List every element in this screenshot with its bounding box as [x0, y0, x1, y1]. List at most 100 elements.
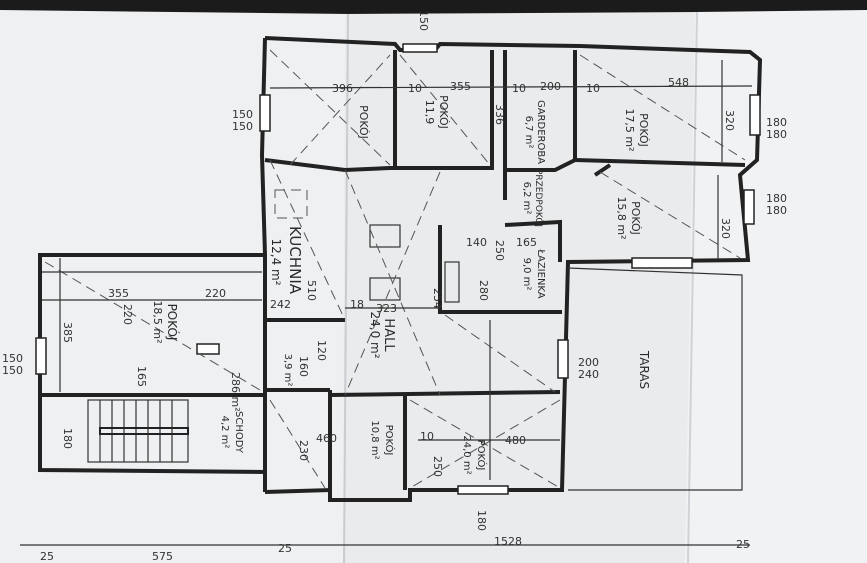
room-area-przedpokoj: 6,2 m²: [521, 182, 532, 215]
dimension-label: 150: [2, 352, 23, 365]
dimension-label: 180: [766, 128, 787, 141]
dimension-label: 25: [278, 542, 292, 555]
dimension-label: 575: [152, 550, 173, 563]
dimension-label: 150: [417, 10, 430, 31]
room-area-pokoj-ne: 17,5 m²: [623, 108, 636, 151]
paper-sheet-middle: [343, 12, 700, 563]
room-area-wc: 3,9 m²: [282, 354, 293, 387]
kitchen-fixture: [369, 224, 401, 248]
window: [557, 339, 569, 379]
room-dim-pokoj-s2: 250: [431, 456, 444, 477]
inner-wall: [504, 219, 562, 262]
staircase: [87, 399, 189, 463]
dimension-label: 180: [475, 510, 488, 531]
room-dim-hall: 480: [505, 434, 526, 447]
room-label-przedpokoj: PRZEDPOKÓJ: [533, 169, 545, 227]
room-area-pokoj-s1: 10,8 m²: [369, 420, 380, 459]
dimension-label: 25: [736, 538, 750, 551]
room-label-garderoba: GARDEROBA: [535, 100, 546, 164]
room-area-pokoj-west: 18,5 m²: [151, 300, 164, 343]
dimension-label: 180: [61, 428, 74, 449]
room-area-kuchnia: 12,4 m²: [269, 238, 283, 285]
room-dim-pokoj-ne: 320: [723, 110, 736, 131]
inner-wall: [505, 50, 577, 172]
room-area-pokoj-n: 11,9: [423, 100, 436, 125]
room-dim-kuchnia: 242: [270, 298, 291, 311]
room-dim-wc: 120: [315, 340, 328, 361]
window: [743, 189, 755, 225]
room-dim-pokoj-n: 336: [493, 104, 506, 125]
inner-wall: [438, 225, 562, 314]
room-area-pokoj-e: 15,8 m²: [615, 196, 628, 239]
room-dim-pokoj-west: 220: [205, 287, 226, 300]
room-label-lazienka: ŁAZIENKA: [535, 248, 546, 298]
room-dim-lazienka: 280: [477, 280, 490, 301]
dimension-label: 165: [135, 366, 148, 387]
outer-wall: [38, 37, 268, 492]
room-area-pokoj-s2: 24,0 m²: [461, 435, 472, 474]
room-dim-pokoj-ne: 548: [668, 76, 689, 89]
room-label-pokoj-e: POKÓJ: [629, 201, 642, 235]
room-label-pokoj-ne: POKÓJ: [637, 113, 650, 147]
terrace-outline: [567, 267, 743, 491]
dimension-label: 18: [350, 298, 364, 311]
bathroom-fixture: [444, 261, 460, 303]
room-dim-pokoj-s1: 460: [316, 432, 337, 445]
room-area-lazienka: 9,0 m²: [521, 258, 532, 291]
room-dim-pokoj-nw: 396: [332, 82, 353, 95]
dimension-label: 10: [512, 82, 526, 95]
room-dim-hall: 254: [431, 288, 444, 309]
dimension-label: 10: [408, 82, 422, 95]
dimension-label: 150: [232, 120, 253, 133]
dimension-label: 25: [40, 550, 54, 563]
kitchen-fixture: [274, 189, 308, 219]
inner-wall: [264, 50, 494, 173]
window: [631, 257, 693, 269]
dimension-label: 355: [108, 287, 129, 300]
room-label-taras: TARAS: [637, 350, 651, 389]
room-dim-pokoj-s1: 230: [297, 440, 310, 461]
room-dim-lazienka: 165: [516, 236, 537, 249]
room-area-hall: 24,0 m²: [368, 311, 382, 358]
room-label-schody: SCHODY: [233, 411, 244, 454]
dimension-label: 180: [766, 192, 787, 205]
inner-wall: [574, 158, 746, 167]
paper-sheet-right: [685, 10, 867, 563]
dimension-label: 200: [578, 356, 599, 369]
room-label-pokoj-west: POKÓJ: [165, 304, 180, 341]
room-dim-wc: 160: [297, 356, 310, 377]
kitchen-fixture: [369, 277, 401, 301]
window: [402, 43, 438, 53]
inner-wall: [329, 390, 561, 397]
paper-fold-line: [687, 11, 698, 563]
room-label-pokoj-s2: POKÓJ: [475, 440, 488, 471]
window: [457, 485, 509, 495]
dimension-label: 240: [578, 368, 599, 381]
dimension-label: 220: [121, 304, 134, 325]
room-dim-hall: 323: [376, 302, 397, 315]
room-label-hall: HALL: [381, 318, 396, 352]
dimension-label: 150: [232, 108, 253, 121]
window: [749, 94, 761, 136]
dimension-label: 286 m²: [229, 372, 242, 412]
dimension-lines: [20, 60, 753, 546]
dimension-label: 180: [766, 204, 787, 217]
paper-fold-line: [343, 13, 349, 563]
room-dim-garderoba: 200: [540, 80, 561, 93]
room-dim-przedpokoj: 140: [466, 236, 487, 249]
room-dim-przedpokoj: 250: [493, 240, 506, 261]
room-label-pokoj-s1: POKÓJ: [383, 425, 396, 456]
room-area-schody: 4,2 m²: [219, 416, 230, 449]
window: [35, 337, 47, 375]
dimension-label: 10: [586, 82, 600, 95]
dimension-label: 150: [2, 364, 23, 377]
dimension-label: 180: [766, 116, 787, 129]
room-dim-pokoj-e: 320: [719, 218, 732, 239]
inner-wall: [593, 163, 612, 177]
room-area-garderoba: 6,7 m²: [523, 116, 534, 149]
room-dim-kuchnia: 510: [305, 280, 318, 301]
window: [259, 94, 271, 132]
construction-lines: [44, 49, 746, 489]
room-dim-pokoj-n: 355: [450, 80, 471, 93]
